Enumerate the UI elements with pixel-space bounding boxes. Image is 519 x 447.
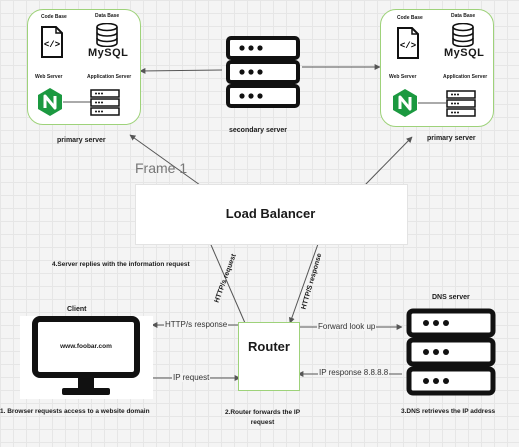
code-file-icon: </>	[397, 27, 419, 59]
right-code-base-label: Code Base	[397, 15, 423, 21]
monitor-icon	[32, 316, 140, 395]
arrow-lb-to-right-primary	[364, 136, 413, 186]
left-web-server-label: Web Server	[35, 74, 63, 80]
left-primary-caption: primary server	[57, 137, 106, 144]
right-web-server-label: Web Server	[389, 74, 417, 80]
load-balancer-label: Load Balancer	[225, 206, 316, 221]
left-web-app-link	[63, 101, 91, 103]
load-balancer-frame[interactable]	[135, 184, 408, 245]
client-screen-text: www.foobar.com	[60, 343, 112, 350]
left-app-server-label: Application Server	[87, 74, 132, 80]
right-web-app-link	[418, 102, 446, 104]
ip-response-label: IP response 8.8.8.8	[318, 368, 390, 377]
server-rack-icon	[446, 90, 476, 117]
step4-caption: 4.Server replies with the information re…	[52, 261, 190, 268]
dns-caption: 3.DNS retrieves the IP address	[401, 408, 496, 415]
database-icon	[452, 23, 474, 47]
dns-title: DNS server	[432, 294, 470, 301]
right-data-base-label: Data Base	[451, 13, 476, 19]
secondary-server-caption: secondary server	[229, 127, 287, 134]
left-data-base-label: Data Base	[95, 13, 120, 19]
arrow-secondary-to-left-primary	[139, 67, 223, 74]
right-primary-caption: primary server	[427, 135, 476, 142]
database-icon	[96, 23, 118, 47]
code-file-icon: </>	[41, 26, 63, 58]
ip-request-label: IP request	[172, 373, 211, 382]
arrow-lb-to-router	[288, 243, 319, 324]
client-title: Client	[67, 306, 87, 313]
http-response-client-label: HTTP/s response	[164, 320, 229, 329]
arrow-lb-to-left-primary	[129, 134, 201, 186]
client-caption: 1. Browser requests access to a website …	[0, 408, 150, 415]
nginx-icon	[38, 88, 62, 116]
arrow-router-to-lb	[207, 237, 246, 324]
dns-server-icon	[406, 308, 496, 396]
forward-lookup-label: Forward look up	[317, 322, 377, 331]
svg-text:</>: </>	[44, 40, 60, 50]
left-code-base-label: Code Base	[41, 14, 67, 20]
svg-text:</>: </>	[400, 41, 416, 51]
router-node[interactable]	[238, 322, 300, 391]
right-app-server-label: Application Server	[443, 74, 488, 80]
router-label: Router	[248, 339, 290, 354]
frame-label: Frame 1	[135, 160, 188, 176]
nginx-icon	[393, 89, 417, 117]
step2-caption: 2.Router forwards the IP request	[224, 409, 301, 426]
mysql-logo: MySQL	[444, 47, 485, 59]
secondary-server-icon	[226, 36, 300, 108]
mysql-logo: MySQL	[88, 47, 129, 59]
server-rack-icon	[90, 89, 120, 116]
